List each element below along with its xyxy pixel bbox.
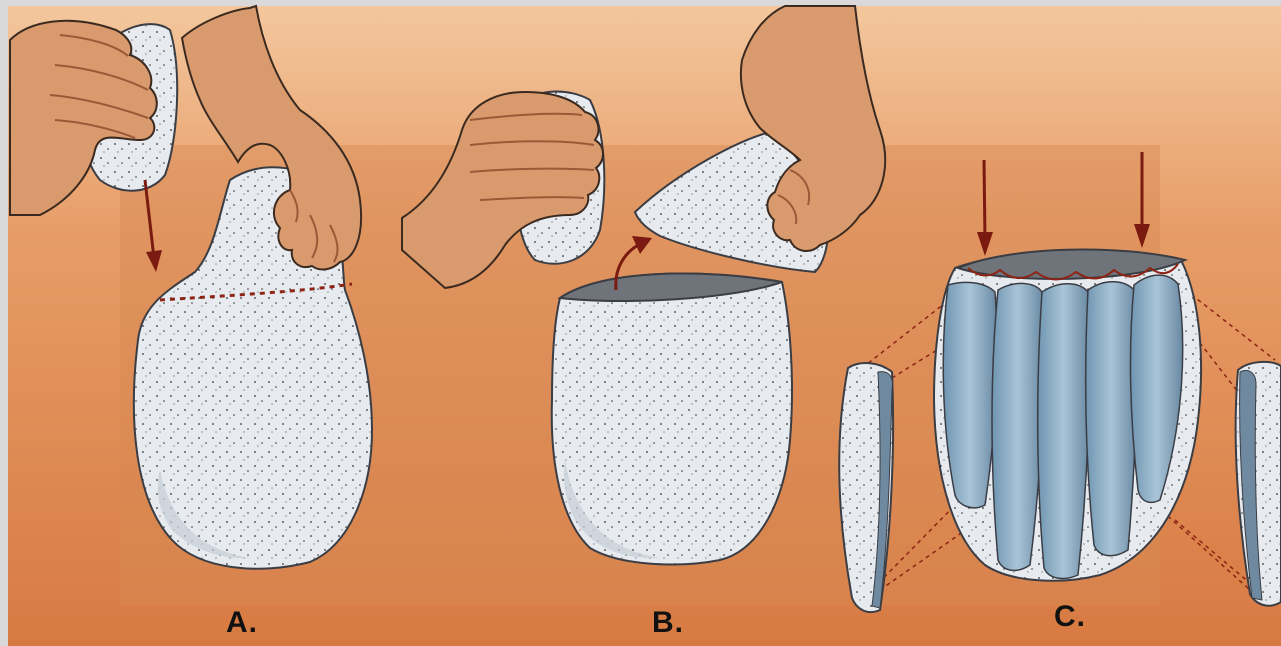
blade-scar-3 (1038, 284, 1090, 579)
blade-scar-1 (943, 282, 997, 507)
blade-scar-4 (1086, 282, 1137, 556)
panel-label-c: C. (1054, 600, 1086, 634)
panel-label-b: B. (652, 606, 684, 640)
panel-label-a: A. (226, 606, 258, 640)
down-arrow-line-c1 (984, 160, 985, 240)
